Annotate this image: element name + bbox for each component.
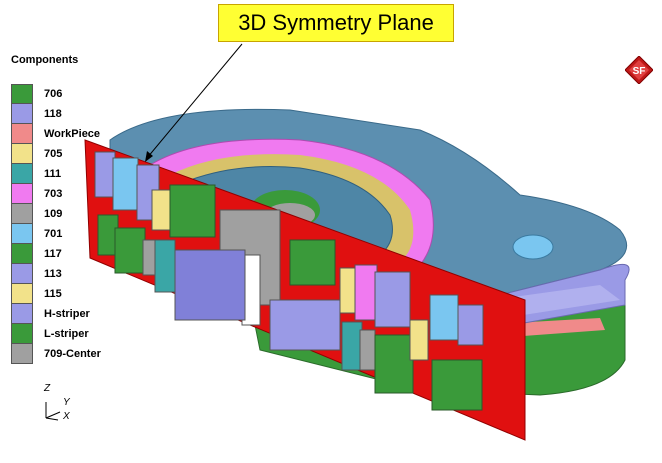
pin-hole — [512, 234, 554, 260]
legend-label: 111 — [44, 168, 62, 180]
sf-diamond-logo-icon: SF — [625, 56, 653, 84]
axis-z-label: Z — [44, 383, 51, 394]
legend-swatch — [11, 164, 33, 184]
legend-item[interactable]: 111 — [11, 164, 141, 184]
axis-triad — [45, 402, 61, 421]
legend-label: 118 — [44, 108, 62, 120]
legend-label: 706 — [44, 88, 63, 100]
legend-item[interactable]: 117 — [11, 244, 141, 264]
legend-item[interactable]: WorkPiece — [11, 124, 141, 144]
legend-swatch — [11, 324, 33, 344]
legend-swatch — [11, 204, 33, 224]
legend-label: 703 — [44, 188, 63, 200]
legend-swatch — [11, 244, 33, 264]
legend-item[interactable]: L-striper — [11, 324, 141, 344]
legend-label: 701 — [44, 228, 63, 240]
legend-item[interactable]: 109 — [11, 204, 141, 224]
legend-label: WorkPiece — [44, 128, 101, 140]
component-blocks — [94, 151, 484, 411]
legend-label: 113 — [44, 268, 62, 280]
legend-item[interactable]: 118 — [11, 104, 141, 124]
legend-label: 709-Center — [44, 348, 101, 360]
legend-swatch — [11, 84, 33, 104]
legend-swatch — [11, 284, 33, 304]
legend-item[interactable]: 703 — [11, 184, 141, 204]
legend-item[interactable]: 705 — [11, 144, 141, 164]
legend-swatch — [11, 184, 33, 204]
callout-leader-line — [146, 43, 243, 159]
callout-arrowhead — [145, 151, 153, 162]
legend-swatch — [11, 344, 33, 364]
legend-swatch — [11, 264, 33, 284]
legend-swatch — [11, 104, 33, 124]
components-legend: 706 118 WorkPiece 705 111 703 109 701 11… — [11, 84, 141, 364]
axis-y-label: Y — [63, 397, 70, 408]
legend-swatch — [11, 304, 33, 324]
logo-text: SF — [633, 66, 646, 77]
legend-label: L-striper — [44, 328, 89, 340]
callout-text: 3D Symmetry Plane — [238, 10, 434, 35]
legend-item[interactable]: 115 — [11, 284, 141, 304]
legend-label: 115 — [44, 288, 62, 300]
legend-title: Components — [11, 54, 79, 66]
legend-item[interactable]: 709-Center — [11, 344, 141, 364]
legend-item[interactable]: 113 — [11, 264, 141, 284]
legend-label: 705 — [44, 148, 63, 160]
legend-swatch — [11, 224, 33, 244]
legend-item[interactable]: H-striper — [11, 304, 141, 324]
axis-x-label: X — [63, 411, 70, 422]
legend-label: 109 — [44, 208, 63, 220]
legend-label: H-striper — [44, 308, 90, 320]
legend-item[interactable]: 706 — [11, 84, 141, 104]
legend-item[interactable]: 701 — [11, 224, 141, 244]
legend-swatch — [11, 144, 33, 164]
legend-label: 117 — [44, 248, 62, 260]
legend-swatch — [11, 124, 33, 144]
symmetry-plane-callout: 3D Symmetry Plane — [218, 4, 454, 42]
